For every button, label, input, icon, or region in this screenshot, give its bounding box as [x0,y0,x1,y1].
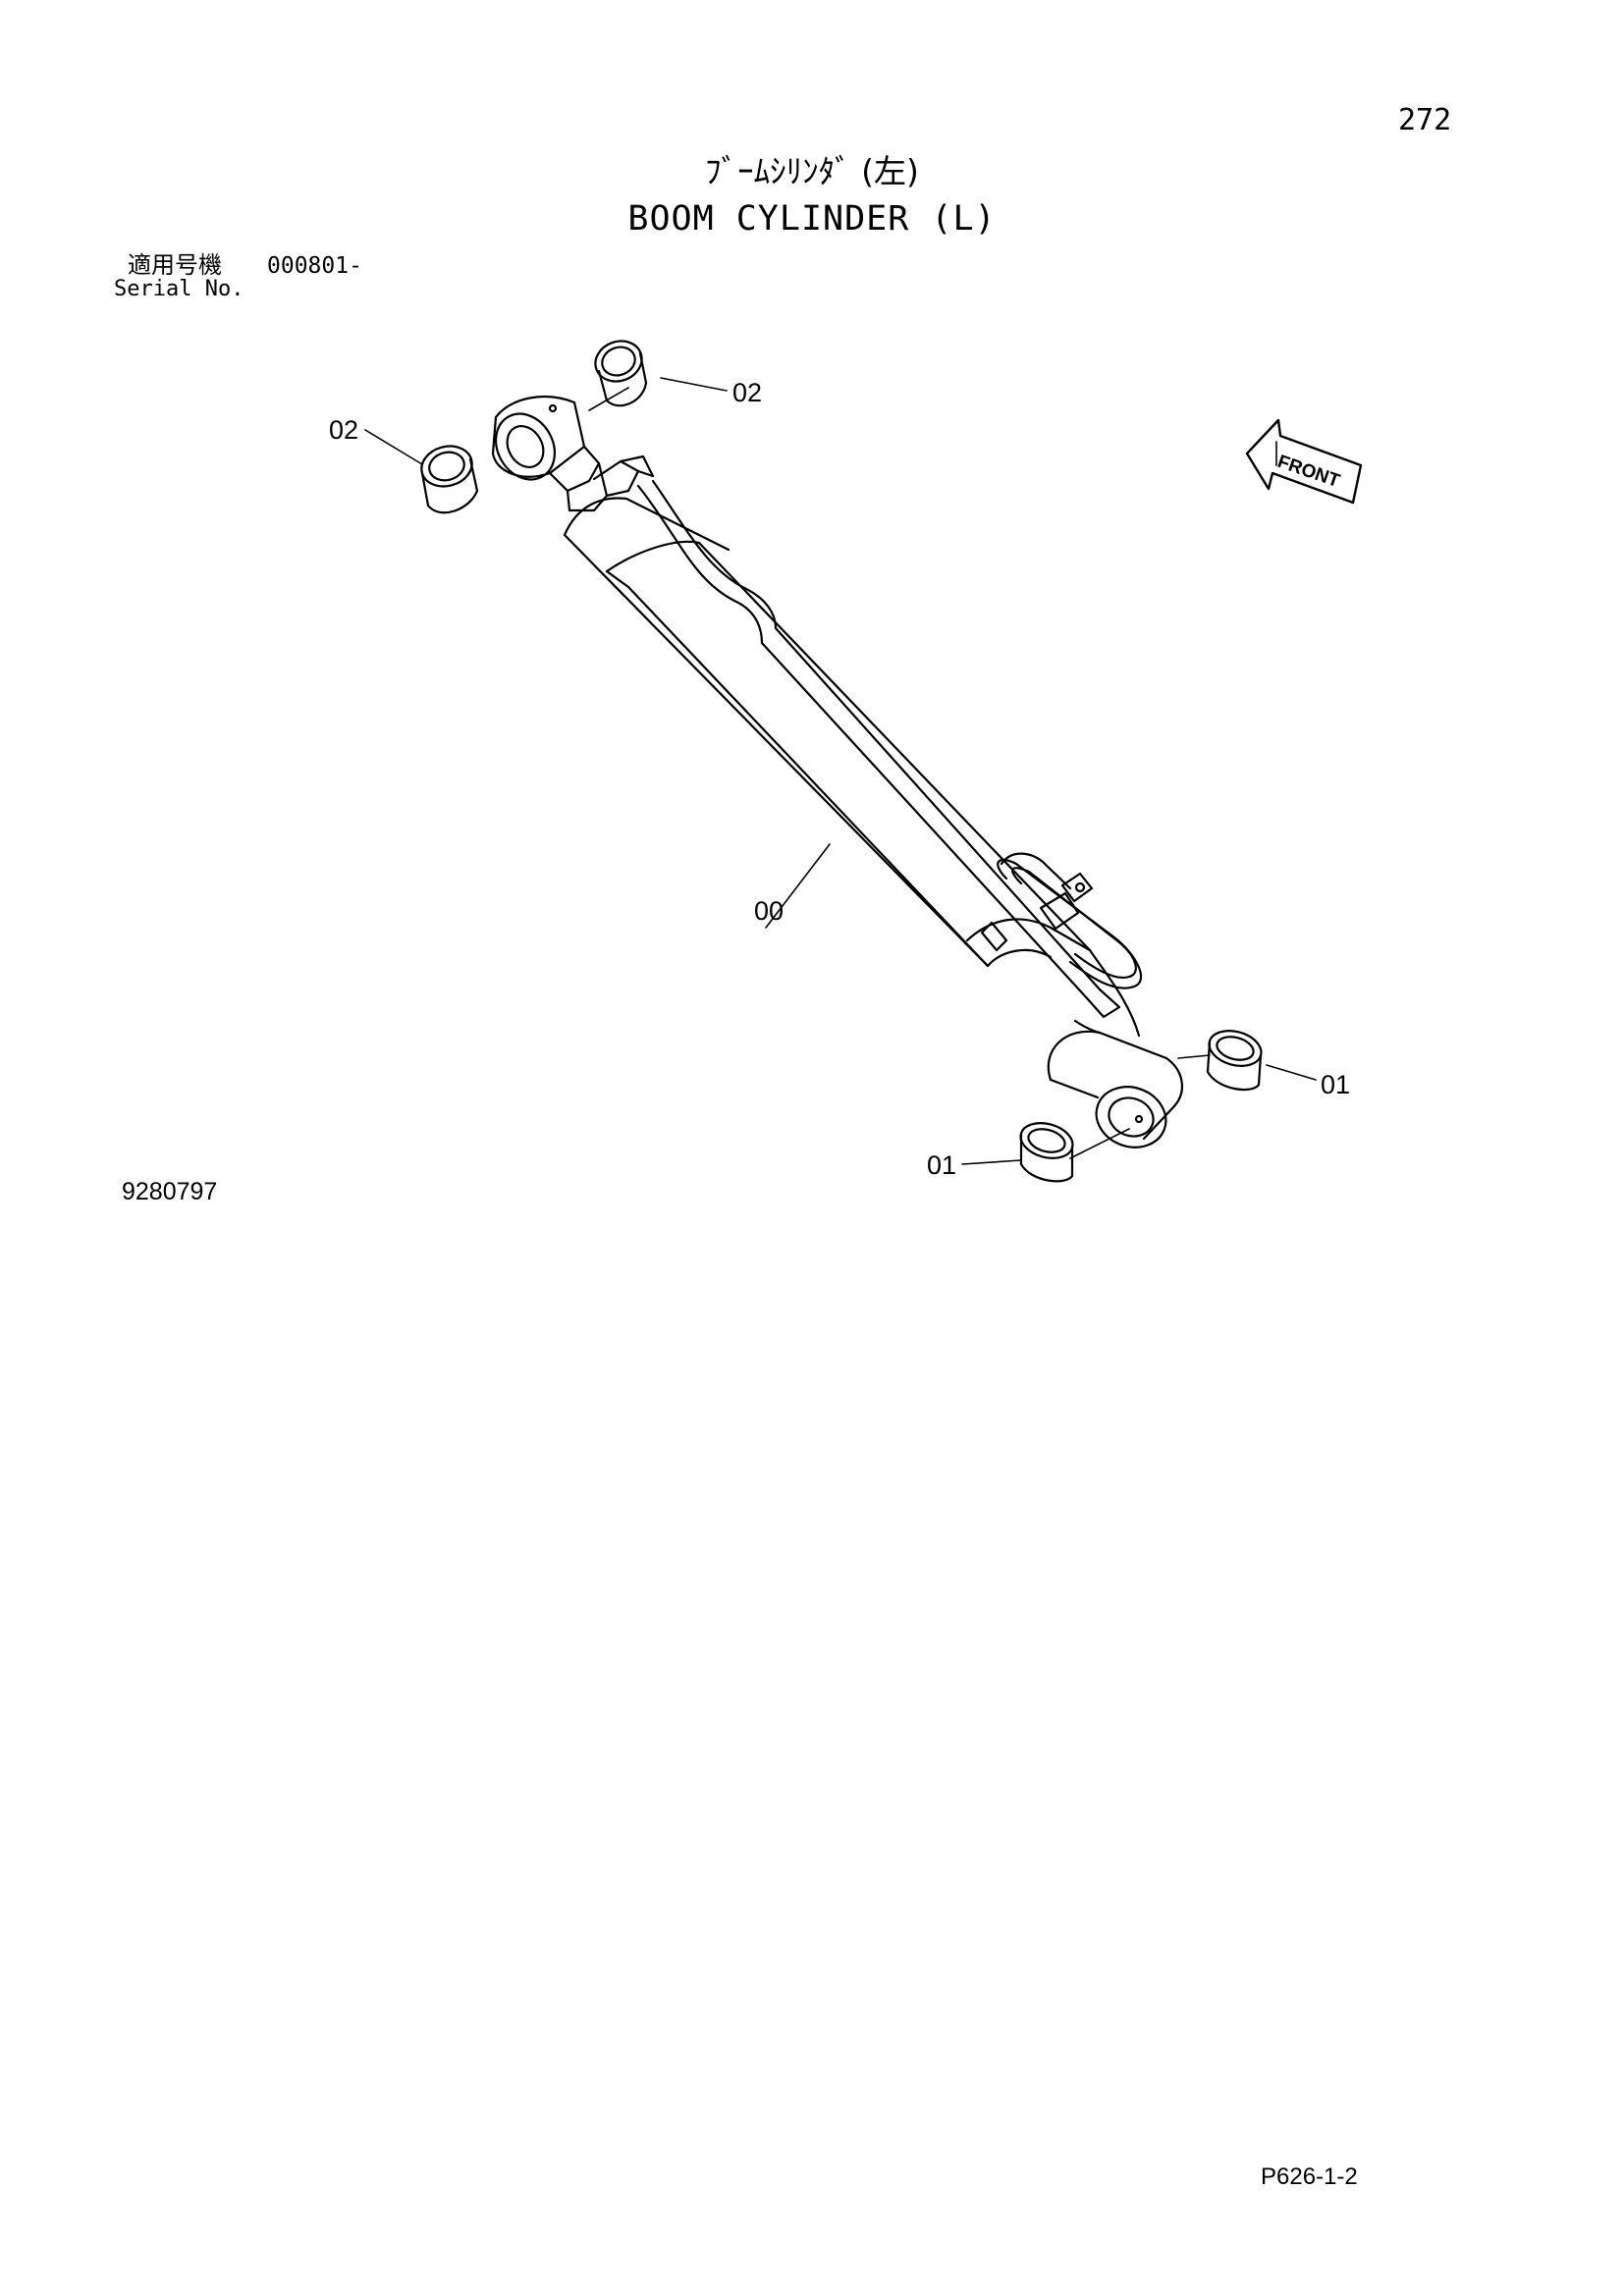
title-english: BOOM CYLINDER (L) [627,199,997,239]
leader-01b [961,1159,1022,1165]
callout-00: 00 [754,896,784,926]
hydraulic-hose [636,479,1121,1019]
title-japanese: ﾌﾞｰﾑｼﾘﾝﾀﾞ (左) [705,152,919,190]
serial-range: 000801- [267,253,362,279]
serial-label-english: Serial No. [114,277,244,301]
leader-00 [765,843,831,929]
bushing-02-lower [420,445,479,514]
sheet-code: P626-1-2 [1261,2163,1358,2190]
bushing-01-left [1019,1122,1074,1183]
leader-01b-to-part [1069,1128,1130,1159]
rod-end-eye [491,396,655,512]
hose-loop-assembly [980,852,1143,989]
serial-label-japanese: 適用号機 [128,251,222,279]
page-number: 272 [1398,103,1452,137]
leader-lines [364,377,1317,1165]
callout-01-right: 01 [1321,1070,1350,1099]
leader-01a-to-part [1177,1054,1211,1059]
front-arrow-icon: FRONT [1245,418,1363,505]
bushing-02-upper [594,340,648,407]
callout-02-upper: 02 [732,378,762,407]
leader-01a [1266,1064,1317,1081]
leader-02b [364,429,423,465]
leader-02a [660,377,728,392]
callout-02-lower: 02 [329,415,358,445]
leader-02a-to-part [588,387,629,411]
callout-01-left: 01 [927,1150,956,1180]
bushing-01-right [1206,1030,1263,1092]
cylinder-tube [563,497,1092,968]
cylinder-bottom-eye [1047,948,1183,1148]
drawing-number: 9280797 [122,1178,218,1205]
